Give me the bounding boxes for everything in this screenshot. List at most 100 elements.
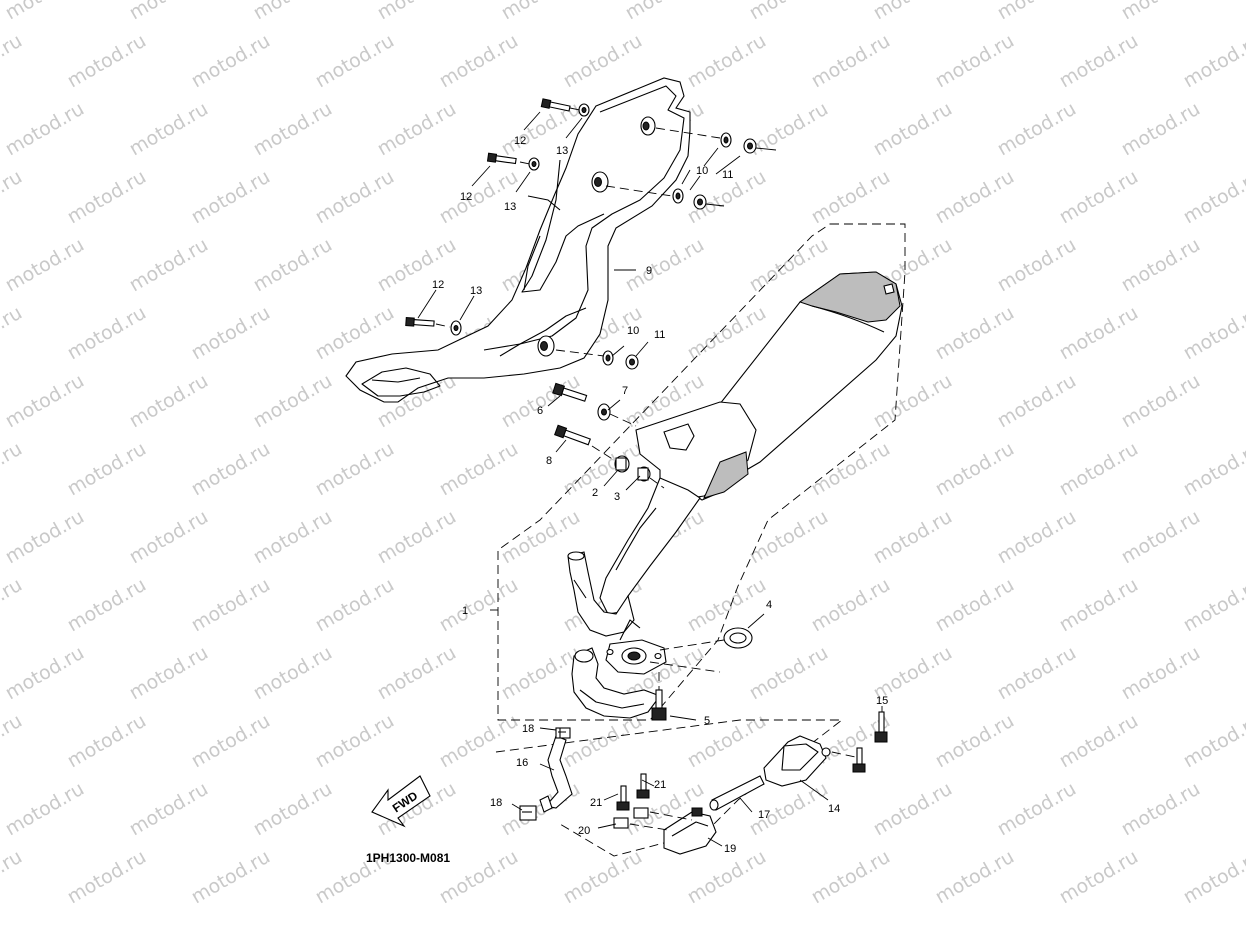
callout-labels: 1 2 3 4 5 6 7 8 9 10 10 11 11 12 12 12 1… (432, 135, 888, 855)
callout-17: 17 (758, 809, 770, 821)
watermark-text: motod.ru (126, 778, 212, 841)
watermark-text: motod.ru (2, 0, 88, 24)
watermark-text: motod.ru (188, 166, 274, 229)
callout-1: 1 (462, 605, 468, 617)
watermark-text: motod.ru (932, 710, 1018, 773)
watermark-text: motod.ru (126, 642, 212, 705)
watermark-text: motod.ru (1180, 438, 1246, 501)
watermark-text: motod.ru (64, 302, 150, 365)
watermark-text: motod.ru (250, 370, 336, 433)
watermark-text: motod.ru (622, 234, 708, 297)
watermark-text: motod.ru (2, 98, 88, 161)
callout-13c: 13 (470, 285, 482, 297)
watermark-text: motod.ru (746, 234, 832, 297)
callout-leaders (417, 111, 883, 847)
watermark-text: motod.ru (436, 710, 522, 773)
bolt-part-15 (852, 711, 888, 773)
watermark-text: motod.ru (374, 642, 460, 705)
watermark-text: motod.ru (0, 30, 26, 93)
watermark-text: motod.ru (374, 234, 460, 297)
callout-9: 9 (646, 265, 652, 277)
watermark-text: motod.ru (684, 710, 770, 773)
watermark-text: motod.ru (622, 0, 708, 24)
watermark-text: motod.ru (0, 438, 26, 501)
watermark-text: motod.ru (994, 642, 1080, 705)
callout-4: 4 (766, 599, 772, 611)
watermark-text: motod.ru (64, 30, 150, 93)
clamps-part-18 (519, 727, 571, 821)
watermark-text: motod.ru (932, 30, 1018, 93)
callout-12c: 12 (432, 279, 444, 291)
watermark-text: motod.ru (250, 234, 336, 297)
watermark-text: motod.ru (746, 642, 832, 705)
callout-7: 7 (622, 385, 628, 397)
callout-6: 6 (537, 405, 543, 417)
watermark-text: motod.ru (1056, 574, 1142, 637)
watermark-text: motod.ru (126, 234, 212, 297)
watermark-text: motod.ru (932, 846, 1018, 909)
watermark-text: motod.ru (684, 30, 770, 93)
watermark-text: motod.ru (1056, 438, 1142, 501)
watermark-text: motod.ru (250, 98, 336, 161)
watermark-text: motod.ru (932, 438, 1018, 501)
watermark-text: motod.ru (1180, 574, 1246, 637)
collars-10-bolts-11 (555, 127, 777, 370)
callout-14: 14 (828, 803, 840, 815)
watermark-text: motod.ru (374, 506, 460, 569)
watermark-text: motod.ru (188, 438, 274, 501)
watermark-text: motod.ru (808, 438, 894, 501)
callout-2: 2 (592, 487, 598, 499)
case-part-14 (763, 735, 861, 787)
watermark-text: motod.ru (684, 846, 770, 909)
watermark-text: motod.ru (2, 234, 88, 297)
watermark-text: motod.ru (932, 574, 1018, 637)
watermark-text: motod.ru (2, 506, 88, 569)
watermark-text: motod.ru (1118, 778, 1204, 841)
bolt-part-5 (651, 672, 667, 721)
watermark-text: motod.ru (250, 506, 336, 569)
watermark-text: motod.ru (250, 778, 336, 841)
watermark-text: motod.ru (498, 0, 584, 24)
watermark-text: motod.ru (994, 778, 1080, 841)
watermark-text: motod.ru (1056, 30, 1142, 93)
muffler-assembly-part-1 (567, 271, 903, 719)
watermark-text: motod.ru (1118, 642, 1204, 705)
watermark-text: motod.ru (560, 438, 646, 501)
callout-18a: 18 (522, 723, 534, 735)
watermark-text: motod.ru (1056, 302, 1142, 365)
callout-12b: 12 (460, 191, 472, 203)
watermark-text: motod.ru (126, 0, 212, 24)
watermark-text: motod.ru (312, 166, 398, 229)
watermark-text: motod.ru (870, 0, 956, 24)
watermark-text: motod.ru (0, 574, 26, 637)
diagram-code: 1PH1300-M081 (366, 851, 450, 865)
separator-part-19 (663, 807, 717, 855)
watermark-text: motod.ru (560, 30, 646, 93)
callout-15: 15 (876, 695, 888, 707)
watermark-text: motod.ru (994, 506, 1080, 569)
watermark-text: motod.ru (64, 438, 150, 501)
watermark-text: motod.ru (64, 166, 150, 229)
watermark-text: motod.ru (1180, 302, 1246, 365)
watermark-text: motod.ru (498, 98, 584, 161)
callout-18b: 18 (490, 797, 502, 809)
watermark-text: motod.ru (870, 98, 956, 161)
watermark-text: motod.ru (1118, 506, 1204, 569)
watermark-text: motod.ru (498, 370, 584, 433)
watermark-text: motod.ru (2, 370, 88, 433)
watermark-text: motod.ru (188, 574, 274, 637)
bolts-6-8-washer-7 (552, 382, 637, 461)
watermark-text: motod.ru (560, 846, 646, 909)
watermark-text: motod.ru (2, 778, 88, 841)
callout-19: 19 (724, 843, 736, 855)
watermark-text: motod.ru (1180, 166, 1246, 229)
callout-10a: 10 (696, 165, 708, 177)
watermark-text: motod.ru (870, 506, 956, 569)
bolts-21-nuts-20 (613, 773, 693, 831)
watermark-text: motod.ru (1056, 846, 1142, 909)
watermark-text: motod.ru (808, 166, 894, 229)
watermark-text: motod.ru (312, 30, 398, 93)
watermark-text: motod.ru (994, 0, 1080, 24)
callout-21a: 21 (590, 797, 602, 809)
watermark-text: motod.ru (64, 846, 150, 909)
